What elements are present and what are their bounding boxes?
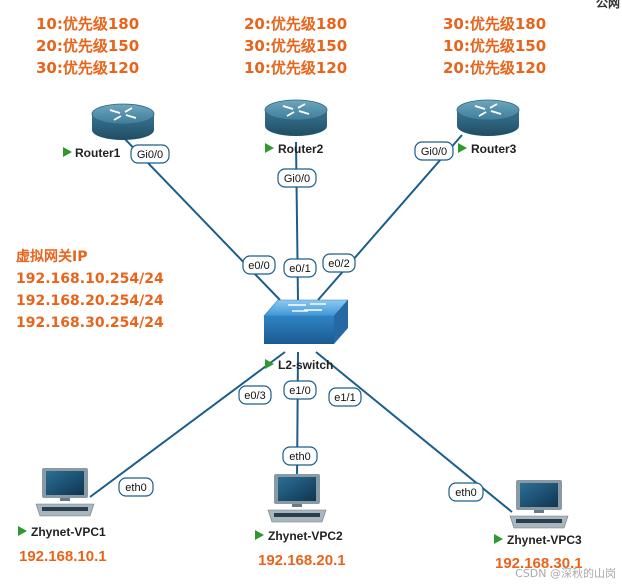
priority-line: 20:优先级120: [443, 59, 547, 77]
port-label: eth0: [125, 482, 146, 494]
virtual-gateway-ip: 192.168.10.254/24: [16, 271, 164, 287]
vpc3-ip: 192.168.30.1: [495, 555, 583, 572]
virtual-gateway-ip: 192.168.30.254/24: [16, 315, 164, 331]
priority-line: 10:优先级180: [36, 15, 140, 33]
priority-line: 10:优先级120: [244, 59, 348, 77]
status-play-icon: [63, 147, 72, 157]
virtual-gateway-ip: 192.168.20.254/24: [16, 293, 164, 309]
vpc1-name: Zhynet-VPC1: [31, 525, 106, 539]
switch-name: L2-switch: [278, 358, 333, 372]
port-label: e0/2: [328, 258, 349, 270]
router2-name: Router2: [278, 142, 324, 156]
link-switch-vpc1: [89, 351, 286, 498]
switch-icon[interactable]: [263, 299, 349, 344]
status-play-icon: [18, 526, 27, 536]
switch-label: L2-switch: [265, 358, 333, 372]
vpc3-name: Zhynet-VPC3: [507, 533, 582, 547]
router3-icon[interactable]: [456, 99, 520, 136]
router1-label: Router1: [63, 146, 121, 160]
router1-icon[interactable]: [91, 103, 155, 140]
priority-line: 20:优先级180: [244, 15, 348, 33]
port-label: Gi0/0: [421, 146, 447, 158]
status-play-icon: [265, 143, 274, 153]
priority-line: 30:优先级180: [443, 15, 547, 33]
router3-name: Router3: [471, 142, 517, 156]
vpc1-ip: 192.168.10.1: [19, 548, 107, 565]
port-label: e1/0: [289, 385, 310, 397]
vpc2-name: Zhynet-VPC2: [268, 529, 343, 543]
vpc2-icon[interactable]: [267, 474, 327, 523]
router2-icon[interactable]: [264, 99, 328, 136]
priority-line: 30:优先级120: [36, 59, 140, 77]
watermark: CSDN @深秋的山岗: [515, 567, 616, 580]
status-play-icon: [265, 359, 274, 369]
priority-line: 30:优先级150: [244, 37, 348, 55]
port-label: e0/0: [248, 260, 269, 272]
router3-label: Router3: [458, 142, 517, 156]
port-label: e0/1: [289, 263, 310, 275]
status-play-icon: [255, 530, 264, 540]
vpc3-label: Zhynet-VPC3: [494, 533, 582, 547]
vpc2-ip: 192.168.20.1: [258, 552, 346, 569]
status-play-icon: [458, 143, 467, 153]
port-label: eth0: [289, 451, 310, 463]
virtual-gateway-title: 虚拟网关IP: [16, 249, 88, 265]
vpc2-label: Zhynet-VPC2: [255, 529, 343, 543]
priority-line: 10:优先级150: [443, 37, 547, 55]
status-play-icon: [494, 534, 503, 544]
port-label: eth0: [455, 487, 476, 499]
router2-priorities: 20:优先级180 30:优先级150 10:优先级120: [244, 13, 347, 79]
port-label: e0/3: [244, 390, 265, 402]
router1-priorities: 10:优先级180 20:优先级150 30:优先级120: [36, 13, 139, 79]
virtual-gateway-block: 虚拟网关IP 192.168.10.254/24 192.168.20.254/…: [16, 246, 164, 334]
port-label: Gi0/0: [137, 149, 163, 161]
port-label: e1/1: [334, 392, 355, 404]
vpc3-icon[interactable]: [509, 480, 569, 529]
priority-line: 20:优先级150: [36, 37, 140, 55]
router1-name: Router1: [75, 146, 121, 160]
vpc1-icon[interactable]: [35, 468, 95, 517]
router2-label: Router2: [265, 142, 324, 156]
vpc1-label: Zhynet-VPC1: [18, 525, 106, 539]
corner-text: 公网: [595, 0, 620, 10]
router3-priorities: 30:优先级180 10:优先级150 20:优先级120: [443, 13, 546, 79]
port-label: Gi0/0: [284, 173, 310, 185]
